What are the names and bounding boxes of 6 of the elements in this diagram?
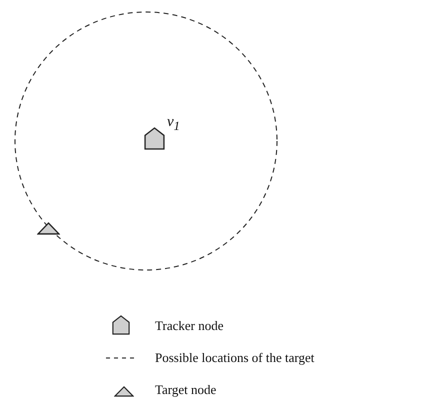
target-node-icon bbox=[37, 222, 60, 235]
legend-text: Target node bbox=[155, 382, 216, 398]
tracker-node-icon bbox=[144, 127, 165, 150]
legend-text: Tracker node bbox=[155, 318, 224, 334]
node-label: v$_{1}$ bbox=[167, 114, 180, 134]
legend-text: Possible locations of the target bbox=[155, 350, 314, 366]
